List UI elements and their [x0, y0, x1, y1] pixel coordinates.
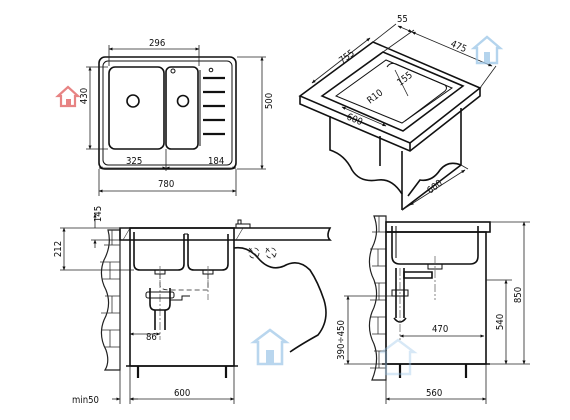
siphon: [145, 266, 214, 340]
dim-212: 212: [53, 241, 64, 257]
cabinet-cutaway: [329, 116, 403, 210]
drainer-grooves: [199, 70, 225, 146]
isometric-view: 55 755 475 155 R10 600 600: [298, 14, 497, 211]
dim-600-front: 600: [174, 388, 190, 399]
dim-184: 184: [208, 156, 224, 167]
small-drain: [176, 94, 190, 108]
dim-470: 470: [432, 324, 448, 335]
dim-325: 325: [126, 156, 142, 167]
dim-560: 560: [426, 388, 442, 399]
side-view: 470 390÷450 540 850 560: [336, 215, 530, 404]
main-drain: [126, 94, 140, 108]
main-bowl: [108, 66, 165, 150]
dim-55: 55: [397, 14, 408, 25]
dim-500: 500: [264, 93, 275, 109]
front-view: 145 212 86 600 min50: [53, 206, 332, 406]
house-icon: [470, 35, 504, 65]
brick-wall-right: [368, 215, 387, 381]
dim-296: 296: [149, 38, 165, 49]
dim-390-450: 390÷450: [336, 320, 347, 360]
dim-780: 780: [158, 179, 174, 190]
house-icon: [378, 338, 418, 376]
countertop-side: [385, 221, 491, 233]
countertop-front: [119, 227, 332, 241]
dim-145: 145: [93, 206, 104, 222]
base-cabinet-side: [385, 231, 487, 365]
top-view: 296 430 500 325 184 780: [79, 38, 275, 196]
dim-475: 475: [449, 39, 468, 55]
dim-155: 155: [395, 70, 415, 89]
dim-430: 430: [79, 88, 90, 104]
brick-wall-left: [100, 229, 121, 371]
house-icon: [250, 328, 290, 366]
dim-86: 86: [146, 332, 157, 343]
sink-bowl-main: [133, 232, 185, 271]
dim-min50: min50: [72, 395, 99, 406]
small-bowl: [165, 66, 199, 150]
sink-outline: [98, 56, 237, 170]
dim-r10: R10: [365, 87, 385, 106]
dim-850: 850: [513, 287, 524, 303]
dim-600-iso-top: 600: [345, 112, 364, 128]
dim-540: 540: [495, 314, 506, 330]
house-icon: [55, 85, 81, 108]
sink-inner-rim: [102, 60, 233, 166]
